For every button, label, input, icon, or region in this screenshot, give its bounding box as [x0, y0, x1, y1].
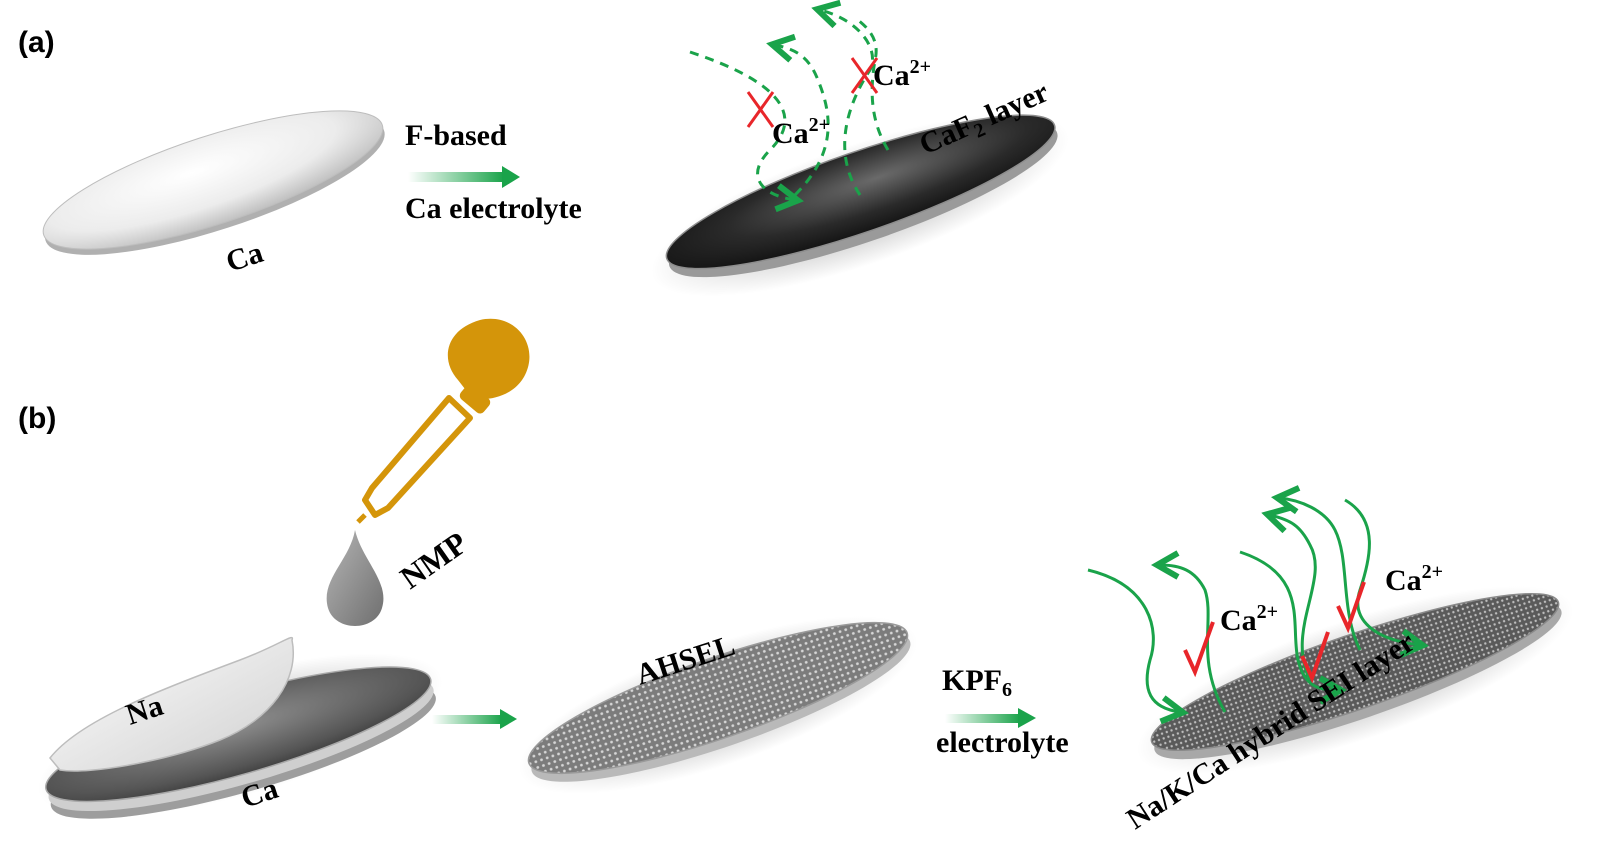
ion-label-b2: Ca2+ [1385, 561, 1443, 597]
step-b1-arrow-head [500, 709, 517, 729]
step-b1-arrow-shaft [432, 715, 502, 724]
check-mark-icon [1300, 631, 1330, 684]
step-a-line2: Ca electrolyte [405, 192, 582, 225]
allowed-path-6 [1280, 498, 1362, 651]
step-a-arrow-head [502, 166, 520, 188]
panel-a-label: (a) [18, 26, 55, 59]
ion-label-a1: Ca2+ [772, 114, 830, 150]
ion-label-a2: Ca2+ [873, 56, 931, 92]
step-b2-arrow-shaft [945, 714, 1020, 723]
ca-label: Ca [222, 236, 267, 279]
nmp-label: NMP [393, 524, 473, 595]
step-b2-arrow-head [1018, 708, 1036, 728]
cross-mark-icon [850, 57, 879, 94]
hybrid-sei-disk [1150, 592, 1562, 760]
allowed-ion-paths [1087, 498, 1420, 713]
ahsel-disk [527, 621, 911, 782]
ion-label-b1: Ca2+ [1220, 601, 1278, 637]
check-mark-icon [1336, 581, 1366, 634]
allowed-path-4 [1270, 515, 1317, 681]
nmp-drop-icon [326, 530, 384, 626]
allowed-path-3 [1239, 550, 1338, 690]
step-a-arrow-shaft [408, 172, 504, 182]
cross-mark-icon [746, 91, 775, 128]
ca-base-disk [45, 666, 436, 819]
blocked-path-1 [689, 50, 795, 200]
ca-disk [42, 110, 385, 255]
allowed-path-1 [1087, 568, 1180, 712]
blocked-path-2 [775, 45, 830, 197]
step-b-line1: KPF6 [942, 664, 1012, 701]
dropper-icon [356, 318, 530, 524]
check-mark-icon [1183, 621, 1215, 678]
panel-b-label: (b) [18, 402, 56, 435]
step-a-line1: F-based [405, 119, 507, 152]
allowed-path-2 [1160, 565, 1227, 713]
na-foil [49, 636, 294, 772]
step-b-line2: electrolyte [936, 726, 1069, 759]
caf2-disk [665, 114, 1058, 278]
